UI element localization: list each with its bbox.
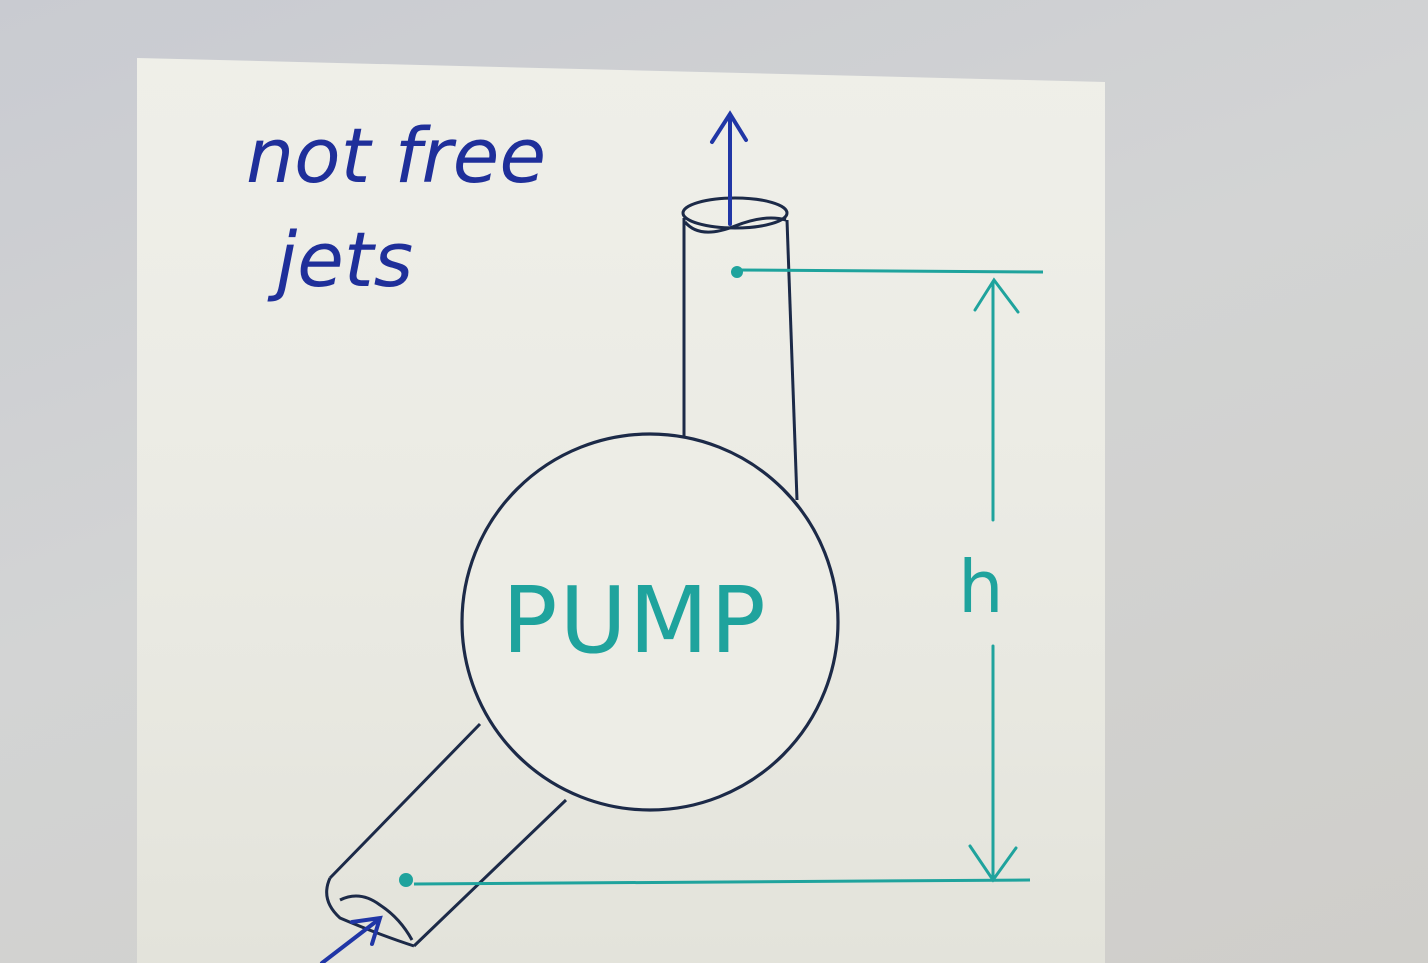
inlet-point <box>399 873 413 887</box>
outlet-pipe <box>681 196 799 501</box>
outlet-flow-arrow-icon <box>710 110 748 226</box>
pump-label: PUMP <box>502 567 768 674</box>
annotation-line-1: not free <box>246 111 546 200</box>
annotation-line-2: jets <box>267 215 413 304</box>
height-dimension <box>968 277 1020 883</box>
outlet-point <box>731 266 743 278</box>
reference-lines <box>413 268 1044 886</box>
height-label: h <box>958 545 1004 629</box>
inlet-flow-arrow-icon <box>320 915 383 963</box>
pump-body <box>460 432 840 812</box>
inlet-pipe <box>325 722 568 948</box>
